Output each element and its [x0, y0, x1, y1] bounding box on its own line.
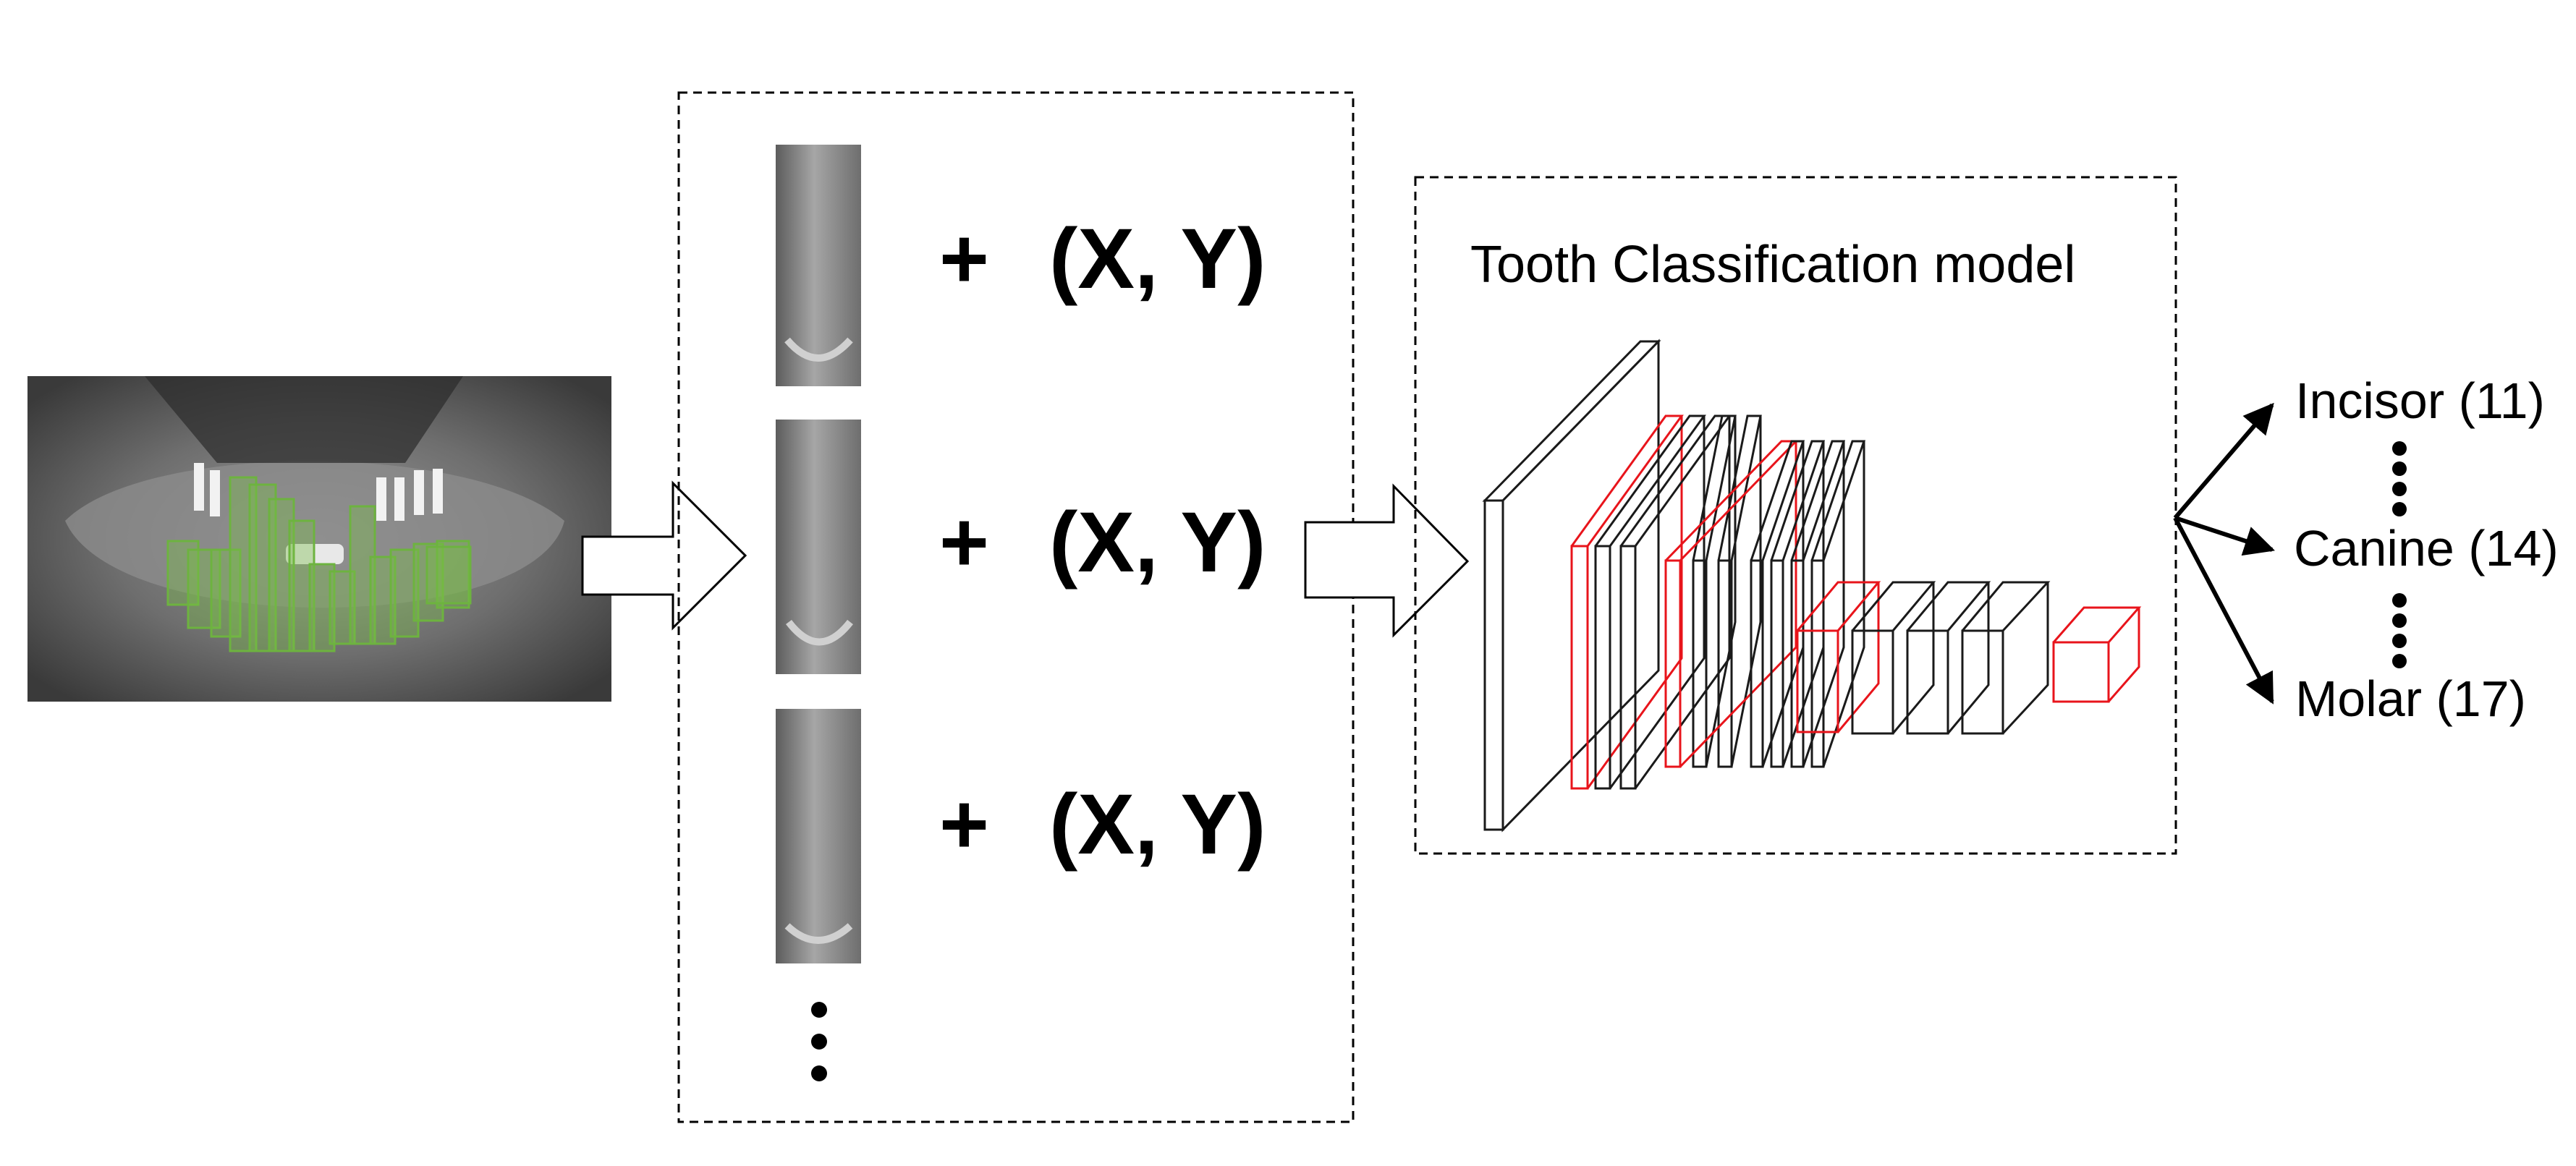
output-label-canine: Canine (14): [2294, 520, 2559, 576]
tooth-patch-row-1: + (X, Y): [776, 145, 1266, 386]
panoramic-xray-image: [27, 376, 611, 702]
tooth-patch-image: [776, 709, 861, 963]
tooth-patch-row-3: + (X, Y): [776, 709, 1266, 963]
tooth-patch-image: [776, 420, 861, 674]
vertical-ellipsis-upper: [2392, 441, 2407, 516]
cnn-architecture-illustration: [1482, 339, 2142, 833]
xy-coordinate: (X, Y): [1049, 777, 1266, 872]
plus-sign: +: [939, 211, 989, 307]
vertical-ellipsis-lower: [2392, 593, 2407, 668]
model-title: Tooth Classification model: [1470, 236, 2075, 294]
output-label-incisor: Incisor (11): [2295, 373, 2545, 429]
plus-sign: +: [939, 777, 989, 872]
tooth-patch-row-2: + (X, Y): [776, 420, 1266, 674]
tooth-classification-model-panel: [1414, 176, 2177, 855]
classification-output-arrows: [2173, 402, 2275, 705]
tooth-patches-panel: [677, 91, 1355, 1123]
block-arrow-1: [581, 480, 747, 631]
xy-coordinate: (X, Y): [1049, 211, 1266, 307]
xy-coordinate: (X, Y): [1049, 495, 1266, 590]
output-label-molar: Molar (17): [2295, 671, 2526, 727]
plus-sign: +: [939, 495, 989, 590]
tooth-patch-image: [776, 145, 861, 386]
block-arrow-2: [1304, 483, 1470, 638]
vertical-ellipsis-patches: [811, 1002, 827, 1081]
